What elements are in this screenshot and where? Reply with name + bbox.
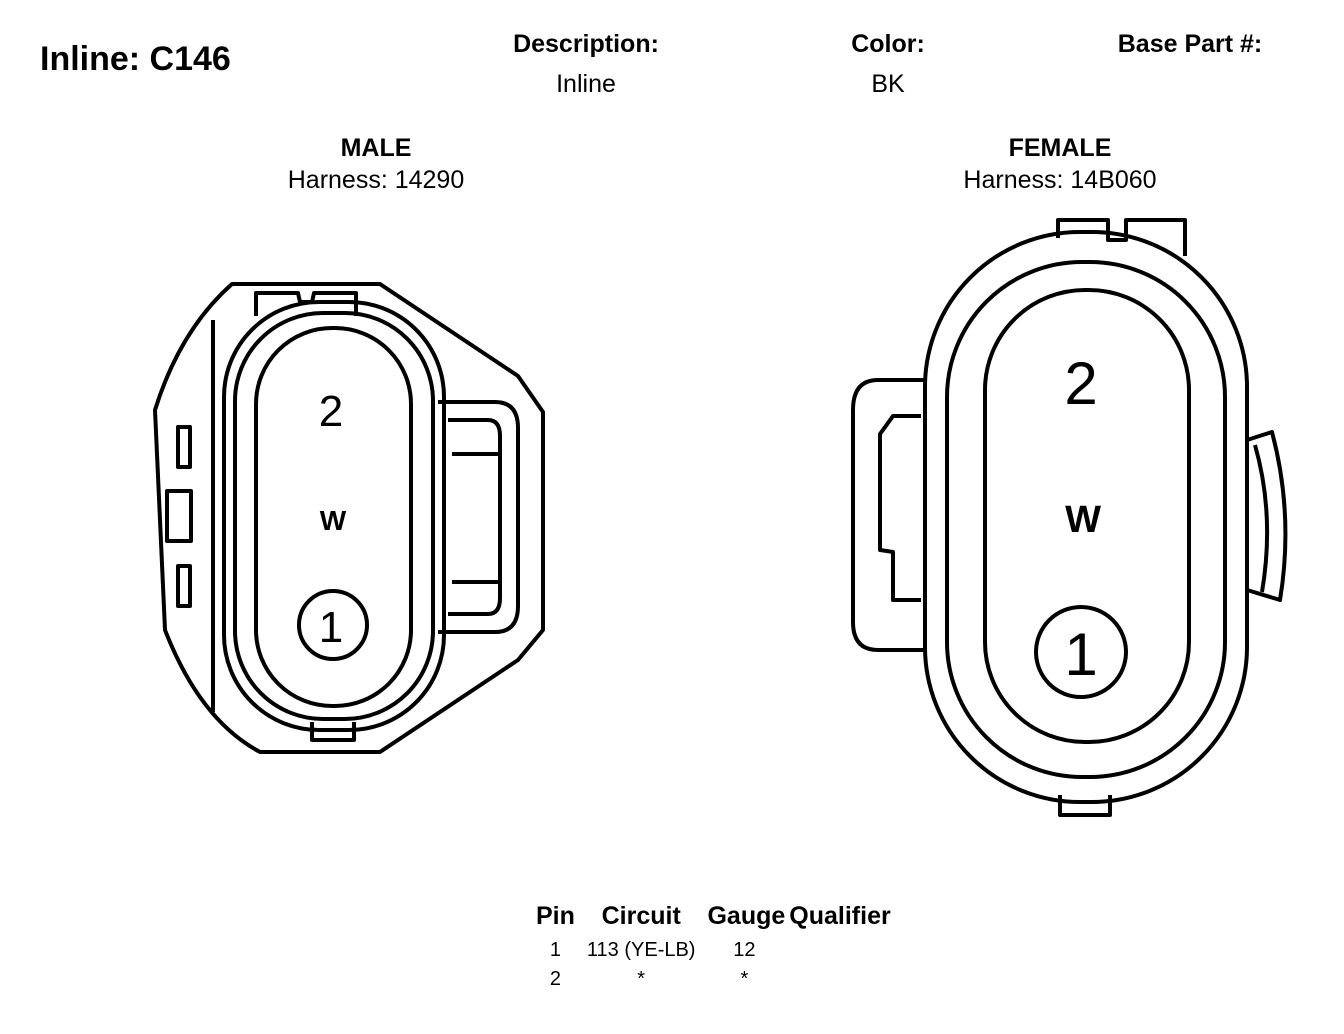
male-outer-housing [153, 282, 545, 754]
male-body-mid [233, 311, 435, 721]
cell-circuit: 113 (YE-LB) [586, 939, 696, 961]
cell-pin: 1 [549, 939, 562, 961]
female-right-tab [1246, 430, 1288, 602]
color-value: BK [871, 70, 905, 98]
female-outer-body [923, 230, 1249, 804]
male-side-slot-top [176, 425, 192, 469]
male-pin1-circle [297, 589, 369, 661]
male-body-outer [222, 300, 446, 732]
cell-gauge: * [740, 968, 749, 990]
male-side-slot-mid [165, 489, 193, 543]
male-pin1-label: 1 [319, 603, 343, 652]
color-label: Color: [851, 30, 925, 58]
male-harness: Harness: 14290 [287, 166, 465, 194]
col-qualifier: Qualifier [789, 902, 891, 930]
female-bottom-latch [1058, 795, 1112, 817]
female-mid-body [945, 260, 1227, 779]
col-gauge: Gauge [707, 902, 786, 930]
female-face [983, 288, 1191, 744]
description-value: Inline [556, 70, 616, 98]
male-face [254, 326, 413, 708]
female-top-latch [1056, 218, 1187, 256]
table-row: 1 113 (YE-LB) 12 [530, 933, 897, 962]
female-pin2-label: 2 [1064, 350, 1097, 417]
female-left-latch-inner [878, 414, 921, 602]
female-key-mark: W [1065, 499, 1101, 541]
cell-gauge: 12 [733, 939, 756, 961]
female-harness: Harness: 14B060 [963, 166, 1157, 194]
male-top-latch [254, 291, 358, 316]
male-side-slot-bottom [176, 564, 192, 608]
pin-table-header: Pin Circuit Gauge Qualifier [530, 902, 897, 933]
cell-pin: 2 [549, 968, 562, 990]
connector-title: Inline: C146 [40, 40, 231, 78]
male-bottom-latch [310, 722, 356, 742]
male-pin2-label: 2 [319, 387, 343, 436]
male-label: MALE [340, 134, 412, 162]
female-pin1-label: 1 [1064, 621, 1097, 688]
cell-qualifier [787, 933, 896, 962]
male-right-latch-inner [448, 418, 502, 616]
cell-circuit: * [637, 968, 646, 990]
pin-table: Pin Circuit Gauge Qualifier 1 113 (YE-LB… [530, 902, 897, 991]
cell-qualifier [787, 962, 896, 991]
female-pin1-circle [1034, 605, 1128, 699]
male-key-mark: W [320, 505, 347, 536]
female-right-tab-inner [1253, 444, 1270, 593]
female-connector [851, 218, 1288, 817]
col-pin: Pin [536, 902, 575, 930]
female-label: FEMALE [1008, 134, 1112, 162]
male-connector [153, 282, 545, 754]
description-label: Description: [513, 30, 659, 58]
base-part-label: Base Part #: [1117, 30, 1263, 58]
col-circuit: Circuit [601, 902, 681, 930]
male-right-latch-outer [438, 400, 520, 634]
table-row: 2 * * [530, 962, 897, 991]
female-left-latch-outer [851, 378, 925, 652]
